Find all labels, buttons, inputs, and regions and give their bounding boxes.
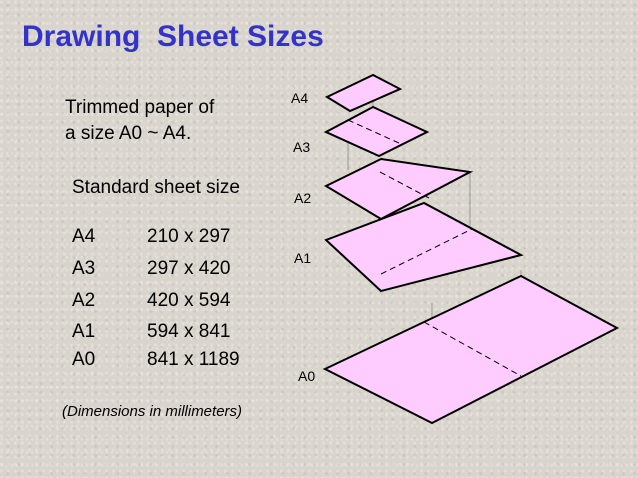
sheet-a3: [323, 105, 430, 158]
slide-title: Drawing Sheet Sizes: [22, 20, 324, 53]
size-name: A2: [72, 290, 96, 311]
a0-fold-line: [423, 321, 522, 377]
size-name: A3: [72, 258, 96, 279]
size-name: A1: [72, 321, 96, 342]
standard-size-heading: Standard sheet size: [72, 177, 240, 198]
diagram-label-a3: A3: [293, 139, 310, 155]
size-name: A4: [72, 226, 96, 247]
a1-fold-line: [380, 228, 473, 275]
sheet-a4: [324, 73, 403, 113]
intro-line-1: Trimmed paper of: [65, 97, 215, 118]
sheet-a2: [323, 157, 474, 221]
intro-line-2: a size A0 ~ A4.: [65, 123, 192, 144]
size-dims: 210 x 297: [147, 226, 231, 247]
sheet-a0: [322, 274, 620, 425]
diagram-label-a4: A4: [291, 90, 308, 106]
size-dims: 420 x 594: [147, 290, 231, 311]
size-dims: 297 x 420: [147, 258, 231, 279]
size-name: A0: [72, 349, 96, 370]
size-dims: 594 x 841: [147, 321, 231, 342]
diagram-label-a0: A0: [298, 368, 315, 384]
sheet-a1: [324, 201, 524, 293]
units-note: (Dimensions in millimeters): [62, 403, 243, 420]
diagram-label-a1: A1: [294, 250, 311, 266]
size-dims: 841 x 1189: [147, 349, 240, 370]
diagram-label-a2: A2: [294, 190, 311, 206]
